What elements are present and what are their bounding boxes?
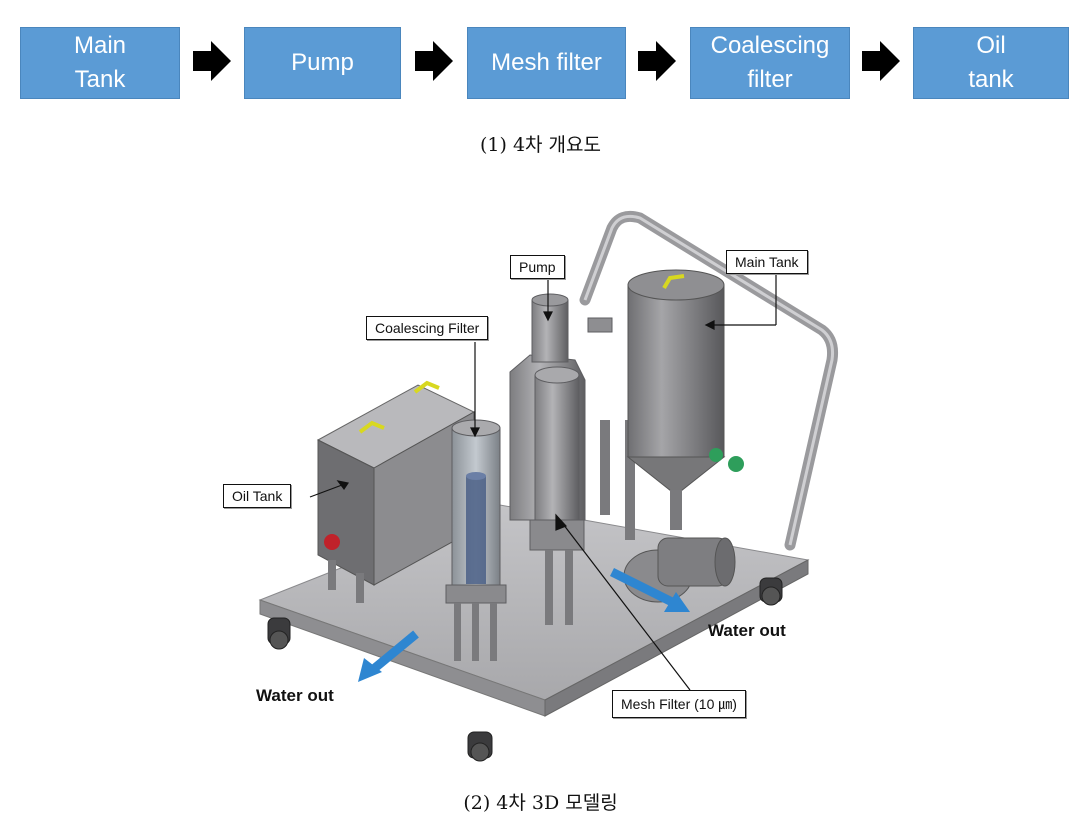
flow-arrow-icon bbox=[862, 41, 900, 81]
flow-step-label: Main Tank bbox=[73, 32, 127, 93]
caster-wheels bbox=[267, 577, 783, 762]
coalescing-filter-body bbox=[445, 419, 507, 661]
flow-step-coalescing-filter: Coalescing filter bbox=[690, 27, 850, 99]
oil-tank-body bbox=[316, 380, 476, 603]
callout-oil-tank: Oil Tank bbox=[223, 484, 292, 508]
water-out-label-right: Water out bbox=[708, 621, 786, 640]
callout-leaders bbox=[309, 275, 777, 691]
flow-step-oil-tank: Oil tank bbox=[913, 27, 1069, 99]
model-caption: (2) 4차 3D 모델링 bbox=[463, 792, 618, 814]
flow-arrow-icon bbox=[415, 41, 453, 81]
flow-step-pump: Pump bbox=[244, 27, 401, 99]
flow-step-mesh-filter: Mesh filter bbox=[467, 27, 626, 99]
flow-step-label: Coalescing filter bbox=[710, 32, 830, 93]
flow-step-label: Oil tank bbox=[968, 32, 1014, 93]
callout-main-tank: Main Tank bbox=[726, 250, 808, 274]
water-out-arrow-icon bbox=[358, 630, 419, 682]
flow-step-label: Pump bbox=[291, 49, 354, 76]
flow-arrow-icon bbox=[193, 41, 231, 81]
main-tank-body bbox=[626, 269, 744, 530]
callout-coalescing-filter: Coalescing Filter bbox=[366, 316, 489, 340]
water-out-label-left: Water out bbox=[256, 686, 334, 705]
flow-step-main-tank: Main Tank bbox=[20, 27, 180, 99]
mesh-filter-body bbox=[529, 366, 635, 625]
flow-step-label: Mesh filter bbox=[491, 49, 602, 76]
water-out-arrow-icon bbox=[609, 567, 690, 612]
callout-mesh-filter: Mesh Filter (10 ㎛) bbox=[612, 690, 746, 718]
callout-pump: Pump bbox=[510, 255, 565, 279]
flow-caption: (1) 4차 개요도 bbox=[479, 134, 601, 156]
flow-arrow-icon bbox=[638, 41, 676, 81]
